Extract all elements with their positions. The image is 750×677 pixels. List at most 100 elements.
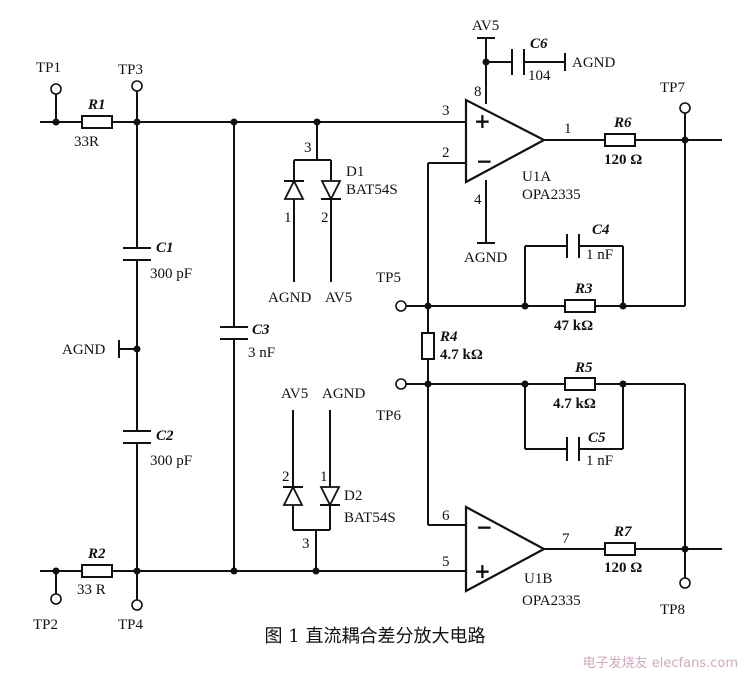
diode-d1: 1 2 3 D1 BAT54S bbox=[283, 140, 398, 226]
tp8-label: TP8 bbox=[660, 602, 685, 618]
c5-value: 1 nF bbox=[586, 453, 613, 469]
u1a-part: OPA2335 bbox=[522, 187, 581, 203]
resistor-r6: R6 120 Ω bbox=[604, 115, 642, 168]
av5-label-d1: AV5 bbox=[325, 290, 352, 306]
svg-text:5: 5 bbox=[442, 554, 450, 570]
figure-caption: 图 1 直流耦合差分放大电路 bbox=[264, 626, 486, 647]
opamp-u1b: − + 6 5 7 U1B OPA2335 bbox=[442, 505, 581, 609]
tp2-label: TP2 bbox=[33, 617, 58, 633]
svg-text:3: 3 bbox=[442, 103, 450, 119]
svg-text:R3: R3 bbox=[574, 281, 593, 297]
svg-text:C2: C2 bbox=[156, 428, 174, 444]
svg-text:3: 3 bbox=[302, 536, 310, 552]
r6-value: 120 Ω bbox=[604, 152, 642, 168]
svg-text:−: − bbox=[476, 149, 493, 173]
svg-text:4: 4 bbox=[474, 192, 482, 208]
capacitor-c1: C1 300 pF bbox=[123, 240, 192, 282]
av5-label-d2: AV5 bbox=[281, 386, 308, 402]
r2-value: 33 R bbox=[77, 582, 106, 598]
tp6-pin bbox=[395, 378, 407, 390]
svg-text:R6: R6 bbox=[613, 115, 632, 131]
d1-part: BAT54S bbox=[346, 182, 398, 198]
d1-ref: D1 bbox=[346, 164, 364, 180]
svg-text:C4: C4 bbox=[592, 222, 610, 238]
tp1-pin bbox=[50, 83, 62, 95]
r7-value: 120 Ω bbox=[604, 560, 642, 576]
r1-value: 33R bbox=[74, 134, 99, 150]
u1a-ref: U1A bbox=[522, 169, 551, 185]
junction-dots bbox=[52, 58, 689, 575]
svg-text:R1: R1 bbox=[87, 97, 106, 113]
resistor-r3: R3 47 kΩ bbox=[554, 281, 596, 334]
capacitor-c3: C3 3 nF bbox=[220, 322, 275, 361]
capacitor-c5: C5 1 nF bbox=[566, 430, 613, 469]
tp5-pin bbox=[395, 300, 407, 312]
c6-value: 104 bbox=[528, 68, 551, 84]
svg-text:C6: C6 bbox=[530, 36, 548, 52]
agnd-label-u1a: AGND bbox=[464, 250, 507, 266]
tp2-pin bbox=[50, 593, 62, 605]
c1-value: 300 pF bbox=[150, 266, 192, 282]
capacitor-c4: C4 1 nF bbox=[566, 222, 613, 263]
resistor-r1: R1 33R bbox=[74, 97, 113, 150]
tp5-label: TP5 bbox=[376, 270, 401, 286]
resistor-r4: R4 4.7 kΩ bbox=[421, 329, 483, 363]
test-points: TP1 TP2 TP3 TP4 TP5 TP6 TP7 TP8 bbox=[33, 60, 691, 633]
r3-value: 47 kΩ bbox=[554, 318, 593, 334]
diode-d2: 2 1 3 D2 BAT54S bbox=[282, 469, 396, 552]
resistor-r5: R5 4.7 kΩ bbox=[553, 360, 596, 412]
svg-text:R7: R7 bbox=[613, 524, 632, 540]
svg-text:−: − bbox=[476, 515, 493, 539]
svg-text:2: 2 bbox=[282, 469, 290, 485]
net-labels: AGND AGND AV5 AV5 AGND AV5 AGND AGND bbox=[62, 18, 615, 402]
resistor-r7: R7 120 Ω bbox=[604, 524, 642, 576]
agnd-label-c6: AGND bbox=[572, 55, 615, 71]
svg-text:+: + bbox=[474, 109, 491, 133]
svg-text:C3: C3 bbox=[252, 322, 270, 338]
c3-value: 3 nF bbox=[248, 345, 275, 361]
tp3-pin bbox=[131, 80, 143, 92]
agnd-label-d2: AGND bbox=[322, 386, 365, 402]
tp4-pin bbox=[131, 599, 143, 611]
tp8-pin bbox=[679, 577, 691, 589]
agnd-label-d1: AGND bbox=[268, 290, 311, 306]
r4-value: 4.7 kΩ bbox=[440, 347, 483, 363]
av5-label-u1a: AV5 bbox=[472, 18, 499, 34]
d2-ref: D2 bbox=[344, 488, 362, 504]
svg-text:3: 3 bbox=[304, 140, 312, 156]
r5-value: 4.7 kΩ bbox=[553, 396, 596, 412]
svg-text:C5: C5 bbox=[588, 430, 606, 446]
svg-text:C1: C1 bbox=[156, 240, 174, 256]
u1b-ref: U1B bbox=[524, 571, 552, 587]
tp7-label: TP7 bbox=[660, 80, 686, 96]
c4-value: 1 nF bbox=[586, 247, 613, 263]
svg-text:1: 1 bbox=[564, 121, 572, 137]
opamp-u1a: + − 3 2 1 8 4 U1A OPA2335 bbox=[442, 84, 581, 208]
agnd-label-c1c2: AGND bbox=[62, 342, 105, 358]
c2-value: 300 pF bbox=[150, 453, 192, 469]
svg-text:R5: R5 bbox=[574, 360, 593, 376]
svg-text:R2: R2 bbox=[87, 546, 106, 562]
tp4-label: TP4 bbox=[118, 617, 144, 633]
svg-text:6: 6 bbox=[442, 508, 450, 524]
svg-text:2: 2 bbox=[442, 145, 450, 161]
svg-text:1: 1 bbox=[284, 210, 292, 226]
svg-text:1: 1 bbox=[320, 469, 328, 485]
resistor-r2: R2 33 R bbox=[77, 546, 113, 598]
svg-text:+: + bbox=[474, 559, 491, 583]
capacitor-c6: C6 104 bbox=[511, 36, 551, 84]
svg-text:2: 2 bbox=[321, 210, 329, 226]
capacitor-c2: C2 300 pF bbox=[123, 428, 192, 469]
svg-text:8: 8 bbox=[474, 84, 482, 100]
u1b-part: OPA2335 bbox=[522, 593, 581, 609]
svg-text:R4: R4 bbox=[439, 329, 458, 345]
watermark: 电子发烧友 elecfans.com bbox=[582, 656, 738, 671]
d2-part: BAT54S bbox=[344, 510, 396, 526]
tp1-label: TP1 bbox=[36, 60, 61, 76]
svg-text:7: 7 bbox=[562, 531, 570, 547]
wires bbox=[40, 37, 722, 600]
tp6-label: TP6 bbox=[376, 408, 402, 424]
tp7-pin bbox=[679, 102, 691, 114]
tp3-label: TP3 bbox=[118, 62, 143, 78]
